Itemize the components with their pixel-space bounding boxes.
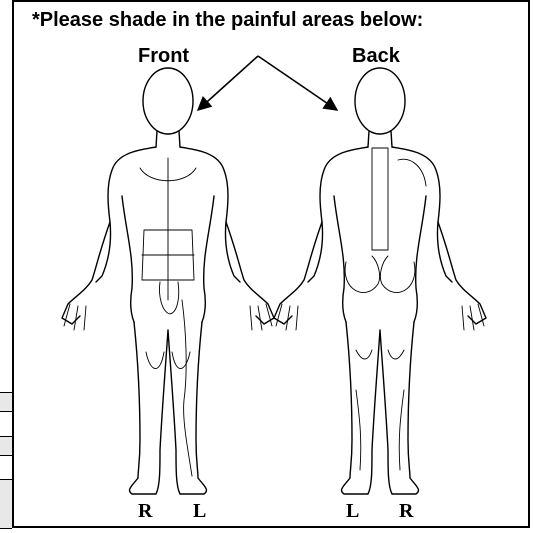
human-body-front-icon[interactable] xyxy=(62,68,274,494)
arrow-icon xyxy=(198,56,337,110)
back-right-label: R xyxy=(399,500,413,523)
front-left-label: L xyxy=(193,500,206,523)
front-right-label: R xyxy=(138,500,152,523)
back-left-label: L xyxy=(346,500,359,523)
human-body-back-icon[interactable] xyxy=(274,68,486,494)
